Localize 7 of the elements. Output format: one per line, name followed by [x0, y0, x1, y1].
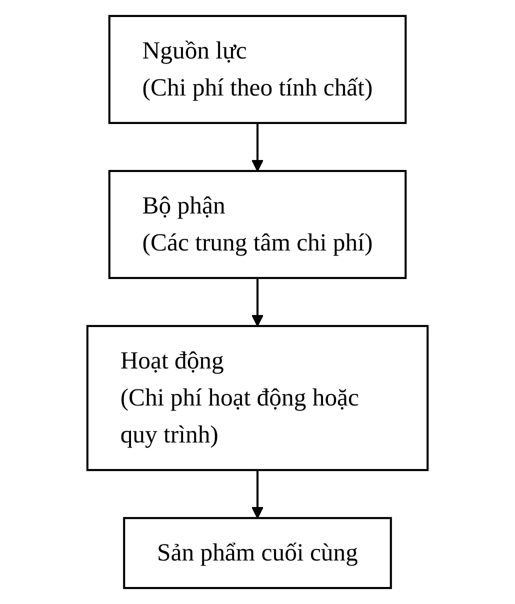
node-box: Bộ phận (Các trung tâm chi phí): [108, 170, 407, 280]
arrow: [251, 470, 264, 519]
arrow: [251, 122, 264, 172]
node-box: Hoạt động (Chi phí hoạt động hoặc quy trình): [86, 324, 429, 472]
node-box: Sản phẩm cuối cùng: [123, 517, 392, 590]
node-box: Nguồn lực (Chi phí theo tính chất): [108, 14, 407, 124]
arrow: [251, 278, 264, 327]
